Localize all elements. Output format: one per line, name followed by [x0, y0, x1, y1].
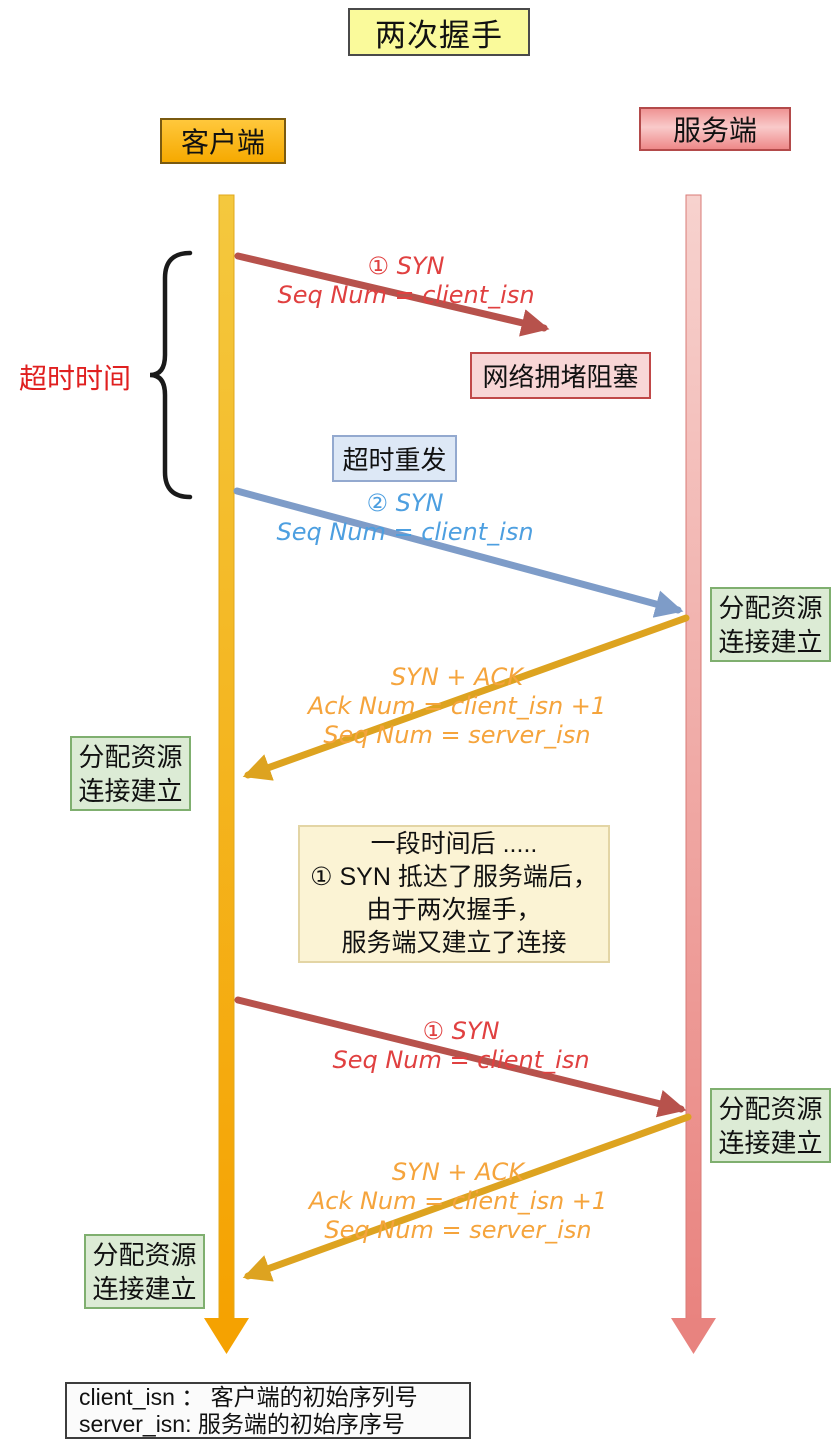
diagram-title: 两次握手 [348, 8, 530, 56]
synack2-message-label: SYN + ACK Ack Num = client_isn +1 Seq Nu… [308, 1158, 608, 1245]
note-line3: 由于两次握手， [366, 896, 542, 924]
timeout-duration-label: 超时时间 [18, 363, 131, 394]
syn2-detail: Seq Num = client_isn [276, 518, 534, 546]
synack2-title: SYN + ACK [391, 1158, 525, 1186]
legend-server-isn: server_isn: 服务端的初始序序号 [79, 1410, 405, 1437]
synack2-arrow [242, 1113, 692, 1282]
client-lifeline [204, 194, 249, 1354]
alloc-line2: 连接建立 [92, 1273, 197, 1304]
syn1-arrow [234, 252, 550, 337]
syn1-message-label: ① SYN Seq Num = client_isn [256, 252, 556, 310]
client-alloc-box-2: 分配资源 连接建立 [84, 1234, 205, 1309]
note-line4: 服务端又建立了连接 [341, 929, 567, 957]
syn2-message-label: ② SYN Seq Num = client_isn [255, 489, 555, 547]
synack1-message-label: SYN + ACK Ack Num = client_isn +1 Seq Nu… [307, 663, 607, 750]
syn1-delayed-message-label: ① SYN Seq Num = client_isn [311, 1017, 611, 1075]
alloc-line2: 连接建立 [718, 626, 823, 657]
syn1-delayed-detail: Seq Num = client_isn [332, 1046, 590, 1074]
syn1-delayed-title: ① SYN [422, 1017, 500, 1045]
synack2-detail1: Ack Num = client_isn +1 [308, 1187, 608, 1215]
client-actor-label: 客户端 [160, 118, 286, 164]
syn2-title: ② SYN [366, 489, 444, 517]
delayed-syn-note: 一段时间后 ..... ① SYN 抵达了服务端后， 由于两次握手， 服务端又建… [298, 825, 610, 963]
alloc-line1: 分配资源 [718, 1093, 823, 1124]
network-congestion-box: 网络拥堵阻塞 [470, 352, 651, 399]
synack1-title: SYN + ACK [390, 663, 524, 691]
server-actor-label: 服务端 [639, 107, 791, 151]
alloc-line2: 连接建立 [78, 775, 183, 806]
isn-legend-box: client_isn ： 客户端的初始序列号 server_isn: 服务端的初… [65, 1382, 471, 1439]
client-alloc-box-1: 分配资源 连接建立 [70, 736, 191, 811]
legend-client-isn: client_isn ： 客户端的初始序列号 [79, 1383, 418, 1410]
timeout-retransmit-box: 超时重发 [332, 435, 457, 482]
synack1-arrow [242, 614, 690, 781]
synack1-detail2: Seq Num = server_isn [323, 721, 591, 749]
server-alloc-box-2: 分配资源 连接建立 [710, 1088, 831, 1163]
syn1-title: ① SYN [367, 252, 445, 280]
synack2-detail2: Seq Num = server_isn [324, 1216, 592, 1244]
timeout-brace [149, 250, 193, 500]
alloc-line1: 分配资源 [78, 741, 183, 772]
syn2-arrow [233, 487, 684, 618]
alloc-line2: 连接建立 [718, 1127, 823, 1158]
note-line1: 一段时间后 ..... [370, 830, 538, 858]
server-lifeline [671, 194, 716, 1354]
syn1-delayed-arrow [234, 996, 687, 1118]
alloc-line1: 分配资源 [718, 592, 823, 623]
note-line2: ① SYN 抵达了服务端后， [310, 863, 598, 891]
server-alloc-box-1: 分配资源 连接建立 [710, 587, 831, 662]
synack1-detail1: Ack Num = client_isn +1 [307, 692, 607, 720]
syn1-detail: Seq Num = client_isn [277, 281, 535, 309]
alloc-line1: 分配资源 [92, 1239, 197, 1270]
